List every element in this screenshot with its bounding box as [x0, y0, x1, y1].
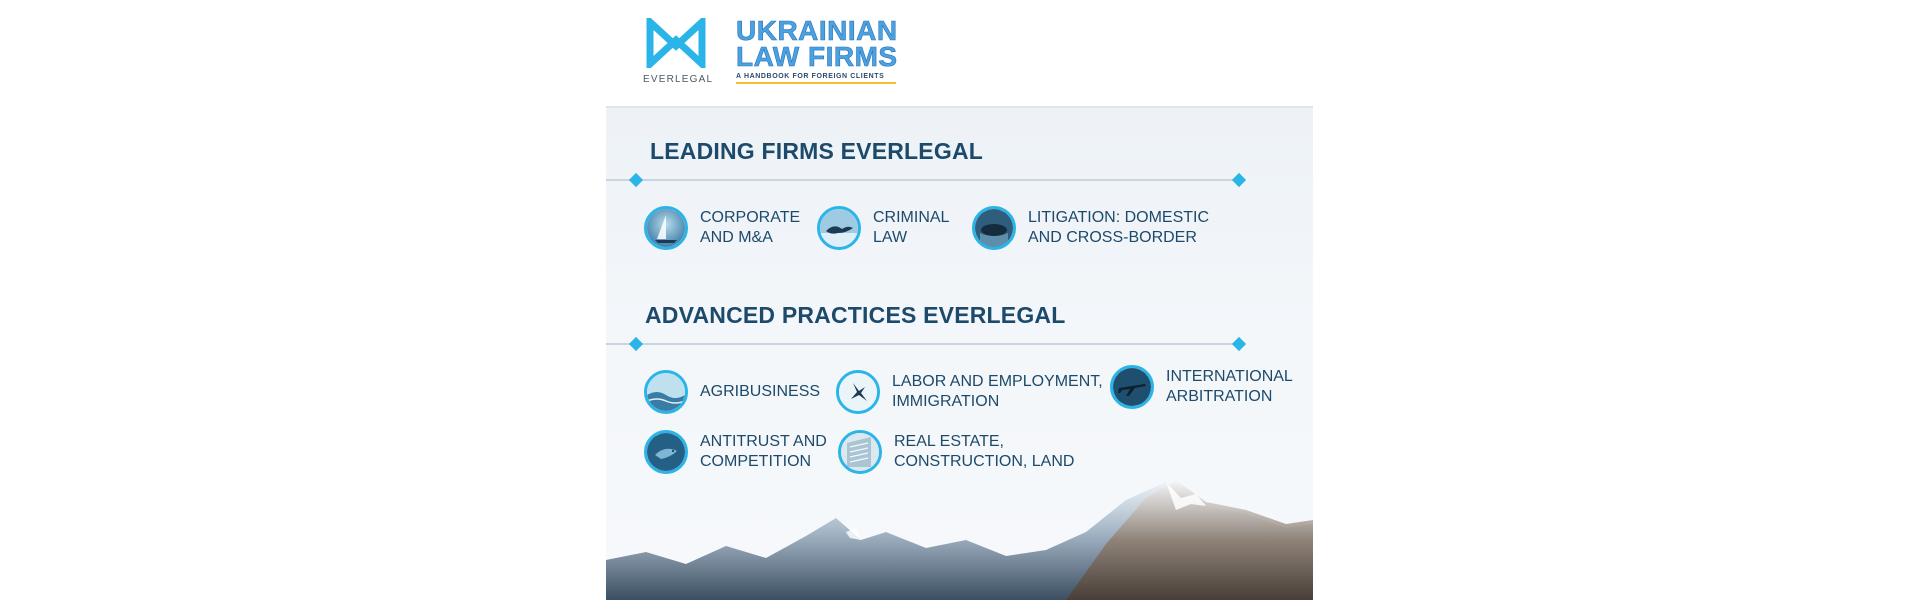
building-icon	[838, 430, 882, 474]
practice-item: LABOR AND EMPLOYMENT, IMMIGRATION	[836, 370, 1103, 414]
section-divider	[606, 343, 1242, 345]
practice-label: LITIGATION: DOMESTIC AND CROSS-BORDER	[1028, 209, 1210, 246]
handbook-page: EVERLEGAL UKRAINIAN LAW FIRMS A HANDBOOK…	[606, 0, 1313, 600]
practice-item: INTERNATIONAL ARBITRATION	[1110, 365, 1293, 409]
practice-label: REAL ESTATE, CONSTRUCTION, LAND	[894, 433, 1075, 470]
whale-icon	[972, 206, 1016, 250]
wave-icon	[644, 370, 688, 414]
practice-label: CORPORATE AND M&A	[700, 209, 801, 246]
section-title-leading-firms: LEADING FIRMS EVERLEGAL	[650, 138, 984, 164]
practice-label: LABOR AND EMPLOYMENT, IMMIGRATION	[892, 373, 1103, 410]
practice-label: ANTITRUST AND COMPETITION	[700, 433, 827, 470]
skydiver-icon	[836, 370, 880, 414]
airplane-icon	[1110, 365, 1154, 409]
practice-item: AGRIBUSINESS	[644, 370, 820, 414]
publication-subtitle: A HANDBOOK FOR FOREIGN CLIENTS	[736, 73, 885, 80]
section-divider	[606, 179, 1242, 181]
section-title-advanced-practices: ADVANCED PRACTICES EVERLEGAL	[645, 302, 1066, 328]
divider-diamond-left-icon	[628, 336, 644, 352]
practice-item: REAL ESTATE, CONSTRUCTION, LAND	[838, 430, 1074, 474]
publication-title-line1: UKRAINIAN	[736, 15, 898, 46]
bird-icon	[817, 206, 861, 250]
divider-diamond-left-icon	[628, 172, 644, 188]
everlegal-logo-icon	[646, 18, 706, 68]
publication-logo: UKRAINIAN LAW FIRMS A HANDBOOK FOR FOREI…	[736, 15, 898, 86]
divider-diamond-right-icon	[1231, 172, 1247, 188]
dolphin-icon	[644, 430, 688, 474]
practice-item: ANTITRUST AND COMPETITION	[644, 430, 827, 474]
practice-item: LITIGATION: DOMESTIC AND CROSS-BORDER	[972, 206, 1209, 250]
practice-label: INTERNATIONAL ARBITRATION	[1166, 368, 1293, 405]
practice-label: CRIMINAL LAW	[873, 209, 950, 246]
publication-title-line2: LAW FIRMS	[736, 41, 898, 72]
publication-underline	[736, 82, 896, 84]
page-header: EVERLEGAL UKRAINIAN LAW FIRMS A HANDBOOK…	[606, 0, 1313, 108]
mountains-illustration	[606, 480, 1313, 600]
practice-item: CORPORATE AND M&A	[644, 206, 800, 250]
sailboat-icon	[644, 206, 688, 250]
practice-label: AGRIBUSINESS	[700, 383, 821, 400]
practice-item: CRIMINAL LAW	[817, 206, 949, 250]
brand-name: EVERLEGAL	[643, 74, 714, 85]
content-area: LEADING FIRMS EVERLEGAL CORPORATE AND M&…	[606, 108, 1313, 600]
divider-diamond-right-icon	[1231, 336, 1247, 352]
